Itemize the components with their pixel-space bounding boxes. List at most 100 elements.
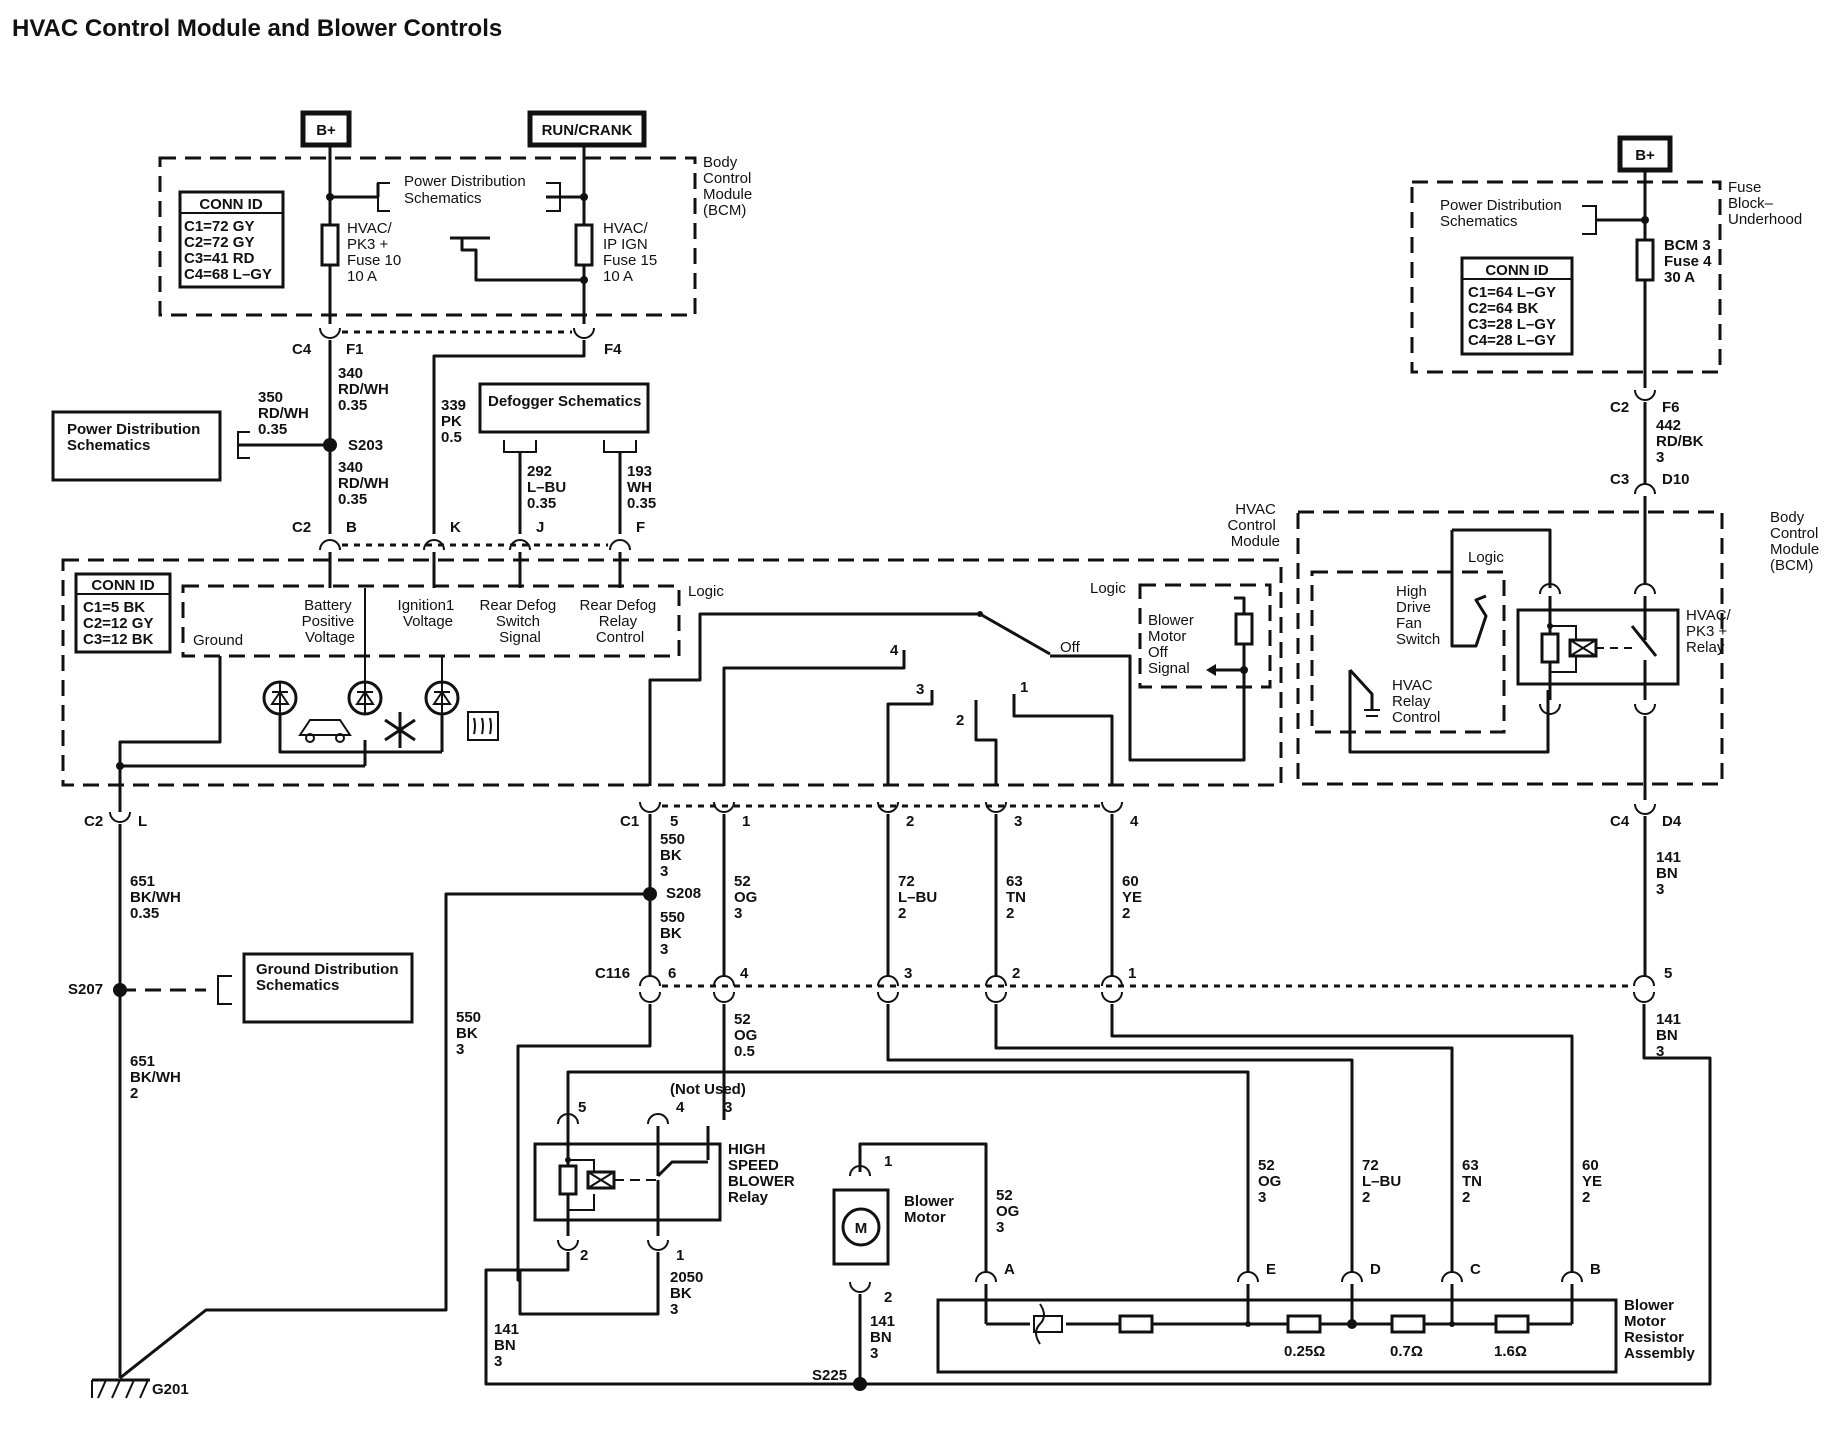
wire-550a: 550 BK 3 xyxy=(660,831,689,880)
c1-pin-2: 2 xyxy=(906,813,914,830)
ign-voltage-label: Ignition1 Voltage xyxy=(398,597,459,630)
high-drive-fan-switch-label: High Drive Fan Switch xyxy=(1396,583,1440,648)
bcm-conn-id-box xyxy=(178,190,285,289)
logic-label-2: Logic xyxy=(1090,580,1126,597)
ground-g201: G201 xyxy=(152,1381,189,1398)
wire-550b: 550 BK 3 xyxy=(660,909,689,958)
bplus-right-label: B+ xyxy=(1635,147,1655,164)
c2-pin-j: J xyxy=(536,519,544,536)
switch-off-label: Off xyxy=(1060,639,1081,656)
rear-defog-icon xyxy=(467,711,499,741)
fuse-15-label: HVAC/ IP IGN Fuse 15 10 A xyxy=(603,220,661,285)
fuse-10 xyxy=(320,223,340,267)
bcm-top-name: Body Control Module (BCM) xyxy=(703,154,756,219)
wire-350: 350 RD/WH 0.35 xyxy=(258,389,313,438)
wire-60a: 60 YE 2 xyxy=(1122,873,1146,922)
splice-s207: S207 xyxy=(68,981,103,998)
bcm-right-pin-c3: C3 xyxy=(1610,471,1629,488)
c2-pin-b: B xyxy=(346,519,357,536)
bcm-conn-id-title: CONN ID xyxy=(199,196,263,213)
hvac-conn-id-box xyxy=(74,572,172,654)
fuse-10-label: HVAC/ PK3 + Fuse 10 10 A xyxy=(347,220,405,285)
fuse-bcm3 xyxy=(1635,238,1655,282)
resistor-value-3: 1.6Ω xyxy=(1494,1343,1527,1360)
recirc-car-icon xyxy=(298,719,352,743)
resistor-pin-b: B xyxy=(1590,1261,1601,1278)
bcm-right-pin-c4: C4 xyxy=(1610,813,1630,830)
bcm-right-pin-d4: D4 xyxy=(1662,813,1682,830)
bcm-right-outline xyxy=(1296,510,1724,786)
splice-s203-dot xyxy=(323,438,337,452)
splice-s208-dot xyxy=(643,887,657,901)
ground-dist-box xyxy=(242,952,414,1024)
wire-651a: 651 BK/WH 0.35 xyxy=(130,873,185,922)
hs-relay-pin-4: 4 xyxy=(676,1099,685,1116)
pin-c4: C4 xyxy=(292,341,312,358)
wire-60b: 60 YE 2 xyxy=(1582,1157,1606,1206)
c2-conn: C2 xyxy=(292,519,311,536)
wire-340b: 340 RD/WH 0.35 xyxy=(338,459,393,508)
wire-292: 292 L–BU 0.35 xyxy=(527,463,570,512)
c2-pin-k: K xyxy=(450,519,461,536)
wire-63a: 63 TN 2 xyxy=(1006,873,1030,922)
c1-pin-1: 1 xyxy=(742,813,750,830)
run-crank-label: RUN/CRANK xyxy=(542,122,633,139)
defogger-box xyxy=(478,382,650,434)
resistor-1 xyxy=(1286,1314,1322,1334)
wire-550c: 550 BK 3 xyxy=(456,1009,485,1058)
c116-pin-4: 4 xyxy=(740,965,749,982)
wire-72a: 72 L–BU 2 xyxy=(898,873,941,922)
hvac-conn-id-list: C1=5 BK C2=12 GY C3=12 BK xyxy=(83,599,157,648)
fuse-block-pin-f6: F6 xyxy=(1662,399,1680,416)
motor-symbol-label: M xyxy=(855,1220,868,1237)
hs-relay-pin-5: 5 xyxy=(578,1099,586,1116)
fuse-block-conn-id-title: CONN ID xyxy=(1485,262,1549,279)
resistor-pin-e: E xyxy=(1266,1261,1276,1278)
left-pds-label: Power Distribution Schematics xyxy=(67,421,205,454)
wire-651b: 651 BK/WH 2 xyxy=(130,1053,185,1102)
wire-52b: 52 OG 0.5 xyxy=(734,1011,762,1060)
wire-141a: 141 BN 3 xyxy=(1656,849,1685,898)
bplus-left-label: B+ xyxy=(316,122,336,139)
bcm-conn-id-list: C1=72 GY C2=72 GY C3=41 RD C4=68 L–GY xyxy=(184,218,272,283)
c2-left-pin-l: L xyxy=(138,813,147,830)
wire-340a: 340 RD/WH 0.35 xyxy=(338,365,393,414)
resistor-pin-a: A xyxy=(1004,1261,1015,1278)
c116-conn: C116 xyxy=(595,965,630,982)
switch-pos-1: 1 xyxy=(1020,679,1028,696)
fuse-block-conn-id-box xyxy=(1460,256,1574,356)
ground-dist-label: Ground Distribution Schematics xyxy=(256,961,403,994)
switch-pos-4: 4 xyxy=(890,642,899,659)
wire-141d: 141 BN 3 xyxy=(870,1313,899,1362)
wire-141b: 141 BN 3 xyxy=(1656,1011,1685,1060)
splice-s225-dot xyxy=(853,1377,867,1391)
fuse-block-name: Fuse Block– Underhood xyxy=(1728,179,1802,228)
bcm-right-pin-d10: D10 xyxy=(1662,471,1690,488)
bplus-left-box xyxy=(300,110,352,148)
resistor-value-1: 0.25Ω xyxy=(1284,1343,1325,1360)
resistor-value-2: 0.7Ω xyxy=(1390,1343,1423,1360)
bcm-top-pds: Power Distribution Schematics xyxy=(404,173,530,207)
splice-s203: S203 xyxy=(348,437,383,454)
led-indicators xyxy=(262,588,460,754)
wire-339: 339 PK 0.5 xyxy=(441,397,470,446)
c116-pin-1: 1 xyxy=(1128,965,1136,982)
snowflake-icon xyxy=(384,712,416,748)
motor-symbol xyxy=(841,1207,881,1247)
logic-block xyxy=(181,584,681,658)
resistor-assembly-name: Blower Motor Resistor Assembly xyxy=(1624,1297,1696,1362)
ground-g201-symbol xyxy=(91,1378,150,1399)
wire-141c: 141 BN 3 xyxy=(494,1321,523,1370)
resistor-assembly-box xyxy=(936,1298,1618,1374)
bcm-right-logic-label: Logic xyxy=(1468,549,1504,566)
blower-motor-pin-2: 2 xyxy=(884,1289,892,1306)
c2-left-conn: C2 xyxy=(84,813,103,830)
run-crank-box xyxy=(527,110,647,148)
c1-pin-3: 3 xyxy=(1014,813,1022,830)
blower-off-signal-label: Blower Motor Off Signal xyxy=(1148,612,1198,677)
defogger-label: Defogger Schematics xyxy=(488,393,641,410)
resistor-pin-d: D xyxy=(1370,1261,1381,1278)
hvac-relay-control-label: HVAC Relay Control xyxy=(1392,677,1440,726)
